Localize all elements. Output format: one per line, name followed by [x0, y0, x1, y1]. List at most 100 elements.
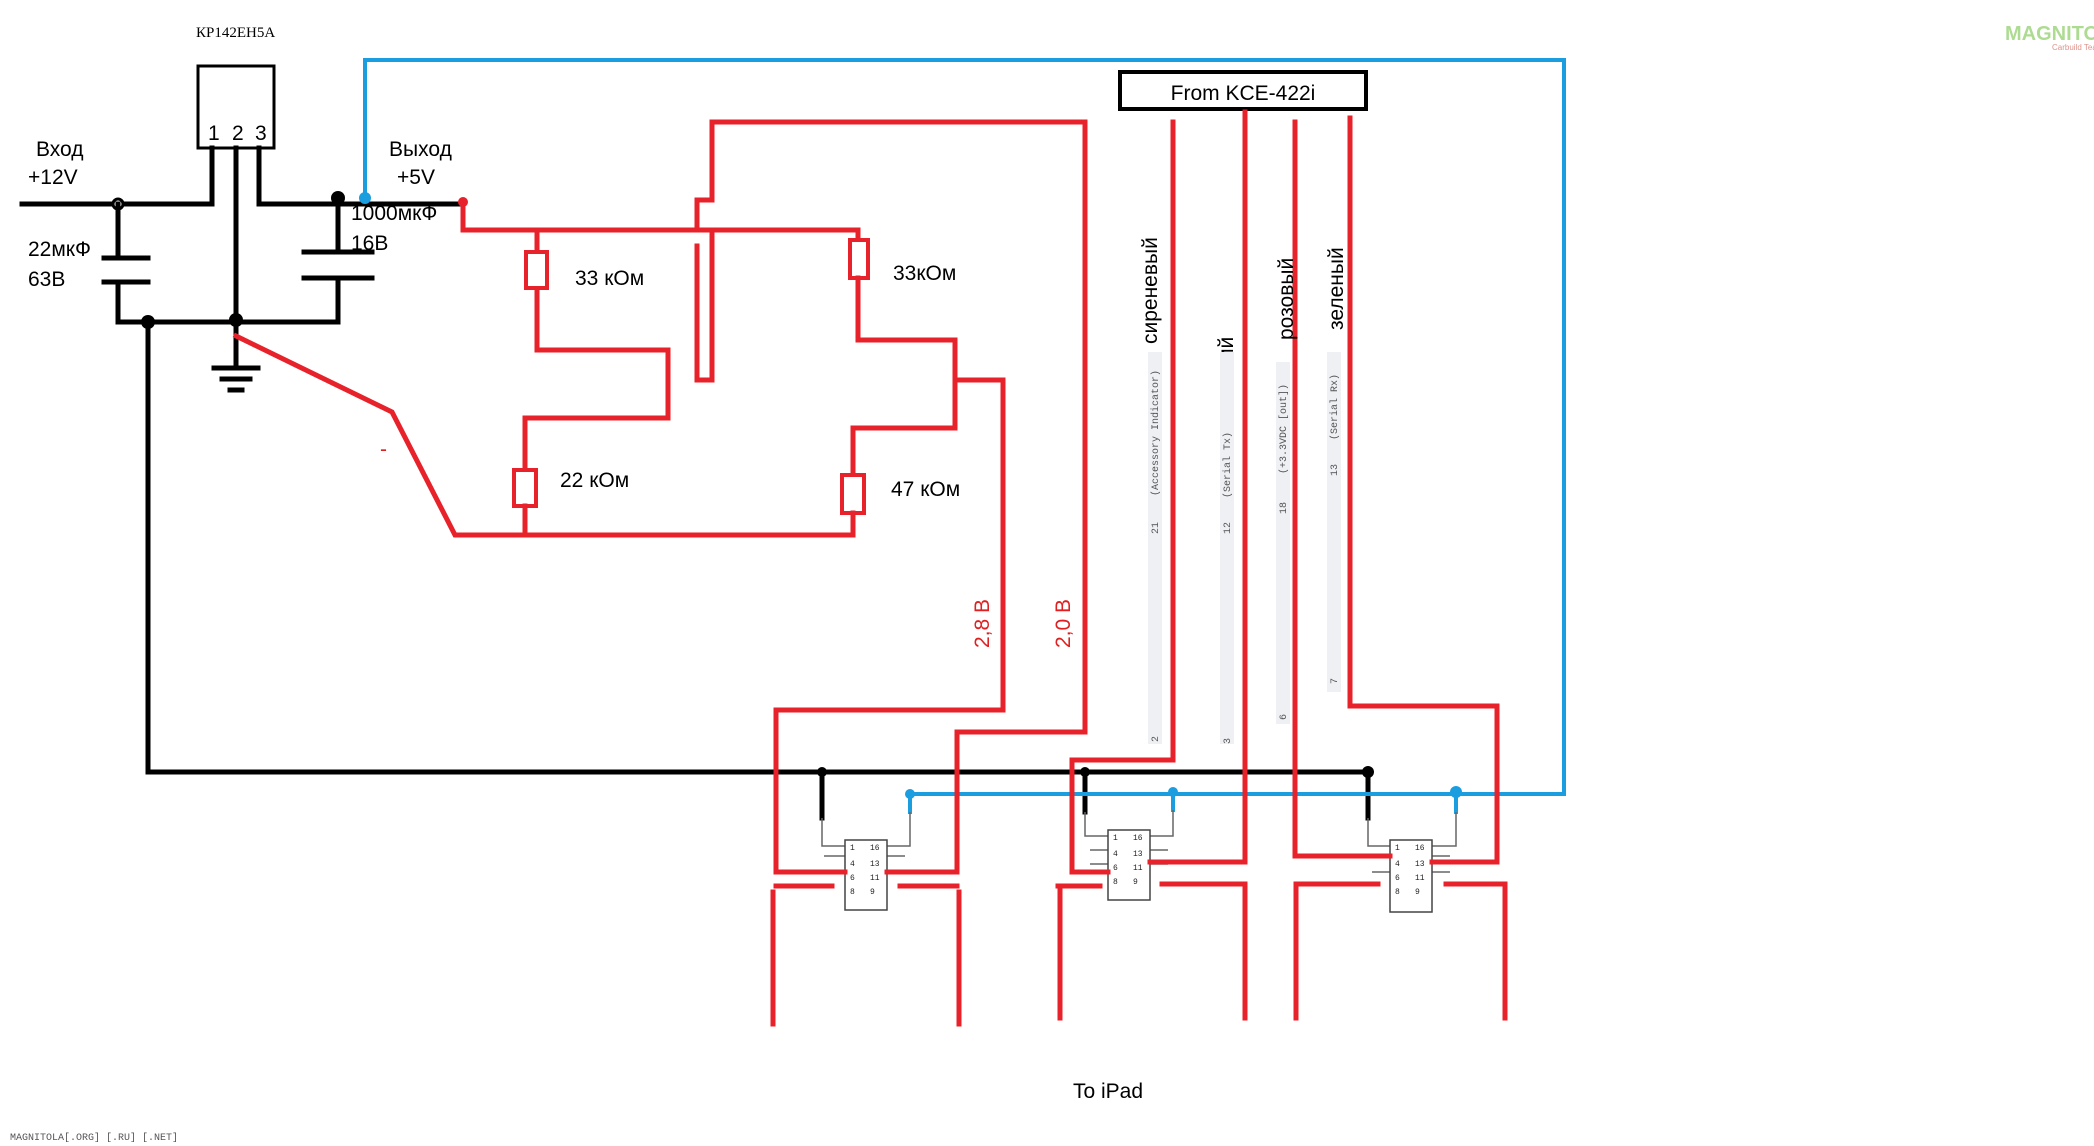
optocoupler-chip-2: 1 4 6 8 16 13 11 9 [1055, 810, 1248, 1021]
wire-4-pin-num: 13 [1330, 464, 1341, 476]
optocoupler-chip-1: 1 4 6 8 16 13 11 9 [770, 812, 962, 1027]
input-label: Вход [36, 138, 84, 161]
output-label: Выход [389, 138, 452, 161]
pin-strip-1 [1148, 352, 1162, 744]
chip2-pin-r3: 11 [1133, 864, 1143, 873]
chip3-pin-l4: 8 [1395, 888, 1400, 897]
voltage-2-8v-label: 2,8 В [971, 599, 994, 648]
ipad-pin-1: 2 [1151, 736, 1162, 742]
input-voltage: +12V [28, 166, 78, 189]
chip2-pin-r2: 13 [1133, 850, 1143, 859]
wire-1-color-name: сиреневый [1139, 237, 1162, 344]
chip3-pin-l1: 1 [1395, 844, 1400, 853]
center-link [694, 227, 715, 383]
chip2-red-out [1057, 881, 1248, 1021]
chip3-body [1389, 839, 1433, 913]
c-in-rating: 63В [28, 268, 65, 291]
wire-2-pin-num: 12 [1223, 522, 1234, 534]
source-connector: From KCE-422i [1118, 70, 1368, 111]
chip3-pin-l3: 6 [1395, 874, 1400, 883]
logo-subtext: Carbuild Team [2052, 43, 2094, 52]
chip3-left-out [1242, 881, 1299, 1021]
chip1-pin-r2: 13 [870, 860, 880, 869]
c-out-rating: 16В [351, 232, 388, 255]
blue-drops [908, 792, 1458, 814]
destination-label: To iPad [1073, 1080, 1143, 1103]
voltage-2-0v-label: 2,0 В [1052, 599, 1075, 648]
ipad-pin-3: 6 [1279, 714, 1290, 720]
connector-wires [1069, 109, 1500, 1021]
chip1-pin-l3: 6 [850, 874, 855, 883]
regulator-pin-1: 1 [208, 122, 220, 145]
chip1-pin-l4: 8 [850, 888, 855, 897]
r2-label: 33кОм [893, 262, 956, 285]
ground-trunk [145, 319, 1371, 775]
output-capacitor [301, 195, 375, 325]
wire-1-pin-num: 21 [1151, 522, 1162, 534]
chip2-leads [1084, 810, 1174, 865]
blue-loop [363, 58, 1566, 796]
source-box [1118, 70, 1368, 111]
wire-1-pin-name: (Accessory Indicator) [1150, 370, 1162, 496]
pin-strip-3 [1276, 362, 1290, 724]
r4-label: 47 кОм [891, 478, 960, 501]
chip2-pin-l1: 1 [1113, 834, 1118, 843]
regulator-pin-2: 2 [232, 122, 244, 145]
c-in-value: 22мкФ [28, 238, 91, 261]
chip2-pin-r1: 16 [1133, 834, 1143, 843]
input-capacitor [101, 201, 151, 325]
chip1-pin-l2: 4 [850, 860, 855, 869]
chip1-pin-l1: 1 [850, 844, 855, 853]
red-top-rail [460, 201, 861, 243]
wire-2-pin-name: (Serial Tx) [1222, 432, 1234, 498]
output-voltage: +5V [397, 166, 435, 189]
wire-pink [1292, 119, 1318, 859]
c-out-value: 1000мкФ [351, 202, 437, 225]
voltage-regulator: КР142ЕН5А 1 2 3 [196, 25, 276, 323]
chip3-pin-r1: 16 [1415, 844, 1425, 853]
ground-and-power-wires [19, 191, 1374, 821]
stray-mark: - [380, 438, 387, 461]
wire-green [1347, 115, 1500, 865]
pin-strip-4 [1327, 352, 1341, 692]
blue-5v-line [359, 58, 1566, 814]
wire-3-pin-name: (+3.3VDC [out]) [1278, 384, 1290, 474]
wire-lilac [1069, 119, 1176, 875]
bottom-rail-and-diagonal [232, 332, 856, 538]
blue-junction-chip1 [905, 789, 915, 799]
chip1-body [844, 839, 888, 911]
divider-network [232, 119, 1088, 875]
voltage-2-8v-wire [773, 377, 1006, 875]
chip1-pin-r1: 16 [870, 844, 880, 853]
chip3-pin-r4: 9 [1415, 888, 1420, 897]
footer-watermark: MAGNITOLA[.ORG] [.RU] [.NET] [10, 1132, 178, 1144]
chip2-pin-l2: 4 [1113, 850, 1118, 859]
resistor-r1 [524, 250, 549, 290]
regulator-pin-3: 3 [255, 122, 267, 145]
source-label: From KCE-422i [1171, 82, 1316, 105]
resistor-r4 [840, 473, 866, 515]
left-branch-wire [522, 227, 671, 473]
pin-strip-2 [1220, 352, 1234, 744]
wire-4-pin-name: (Serial Rx) [1329, 374, 1341, 440]
chip3-pin-r2: 13 [1415, 860, 1425, 869]
resistor-r3 [512, 468, 538, 508]
blue-junction-chip3 [1450, 786, 1462, 798]
voltage-2v-wire [694, 119, 1088, 875]
optocoupler-chip-3: 1 4 6 8 16 13 11 9 [1293, 812, 1508, 1021]
ipad-pin-2: 3 [1223, 738, 1234, 744]
ipad-pin-4: 7 [1330, 678, 1341, 684]
logo-text: MAGNITOLA [2005, 23, 2094, 45]
chip1-red-out [770, 889, 962, 1027]
wire-3-color-name: розовый [1275, 258, 1298, 340]
chip2-pin-l3: 6 [1113, 864, 1118, 873]
blue-junction-chip2 [1168, 787, 1178, 797]
wire-4-color-name: зеленый [1325, 247, 1348, 330]
magnitola-logo: MAGNITOLA Carbuild Team [2005, 23, 2094, 52]
chip1-pin-r3: 11 [870, 874, 880, 883]
blue-junction-output [359, 192, 371, 204]
r3-label: 22 кОм [560, 469, 629, 492]
chip1-pin-r4: 9 [870, 888, 875, 897]
ground-icon [211, 317, 261, 393]
